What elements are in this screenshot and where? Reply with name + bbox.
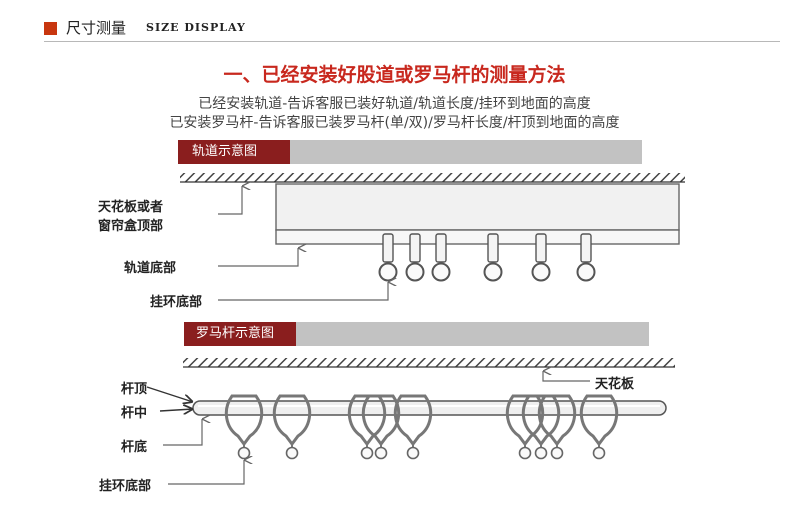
red-square-icon — [44, 22, 57, 35]
rod-ceiling-arrow — [542, 371, 590, 382]
rod-middle-arrow — [159, 409, 193, 411]
description-rod: 已安装罗马杆-告诉客服已装罗马杆(单/双)/罗马杆长度/杆顶到地面的高度 — [169, 115, 620, 131]
rod-section-bar: 罗马杆示意图 — [184, 322, 649, 346]
track-diagram — [180, 173, 685, 301]
description-track: 已经安装轨道-告诉客服已装好轨道/轨道长度/挂环到地面的高度 — [198, 96, 591, 112]
section-header: 尺寸测量 SIZE DISPLAY — [0, 0, 789, 42]
callout-rod-ceiling: 天花板 — [595, 377, 635, 392]
rod-ring-bottom-arrow — [168, 460, 244, 485]
callout-rod-middle: 杆中 — [121, 406, 148, 421]
section-title: 尺寸测量 — [66, 19, 127, 37]
rod-bottom-arrow — [163, 419, 202, 446]
ring-bottom-leader-arrow — [218, 282, 388, 301]
callout-rod-ring-bottom: 挂环底部 — [99, 479, 152, 494]
track-ceiling-hatch — [180, 173, 685, 182]
rod-diagram — [146, 358, 675, 485]
page-heading: 一、已经安装好股道或罗马杆的测量方法 — [223, 64, 566, 86]
callout-track-bottom: 轨道底部 — [124, 261, 177, 276]
callout-rod-top: 杆顶 — [121, 382, 148, 397]
header-divider — [44, 41, 780, 42]
callout-ceiling-line1: 天花板或者 — [98, 200, 164, 215]
track-bottom-leader-arrow — [218, 248, 298, 267]
ceiling-leader-arrow — [218, 186, 242, 215]
rod-ceiling-hatch — [183, 358, 675, 367]
section-title-english: SIZE DISPLAY — [146, 21, 246, 34]
callout-rod-bottom: 杆底 — [121, 440, 148, 455]
track-section-label: 轨道示意图 — [178, 140, 290, 164]
track-section-bar: 轨道示意图 — [178, 140, 642, 164]
callout-ring-bottom: 挂环底部 — [150, 295, 203, 310]
curtain-box — [275, 183, 680, 231]
track-rail — [275, 229, 680, 245]
rod-top-arrow — [146, 386, 193, 402]
rod-section-label: 罗马杆示意图 — [184, 322, 296, 346]
callout-ceiling-line2: 窗帘盒顶部 — [98, 219, 164, 234]
